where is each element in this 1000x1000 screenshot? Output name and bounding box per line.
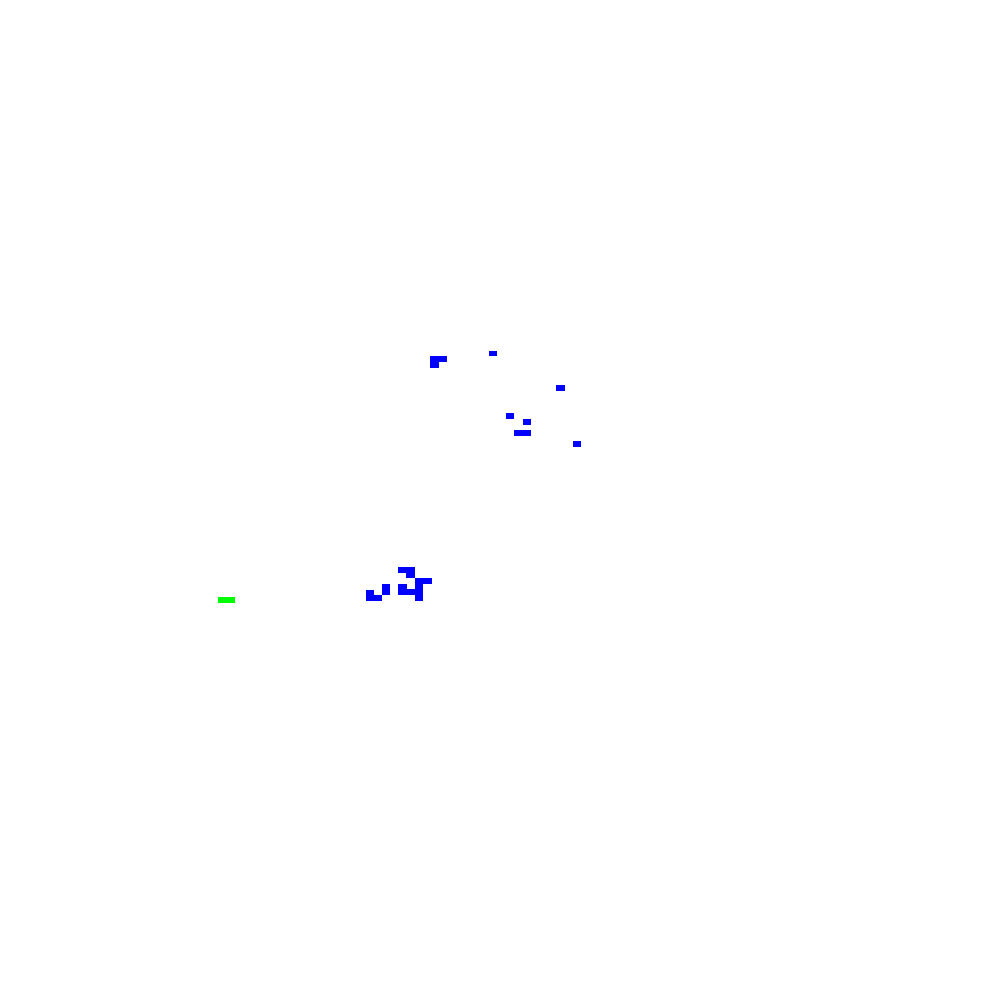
blue-block xyxy=(407,589,415,595)
blue-block xyxy=(415,584,423,601)
green-block xyxy=(218,597,235,603)
blue-block xyxy=(398,567,415,573)
blue-block xyxy=(514,430,531,436)
blue-block xyxy=(573,441,581,447)
blue-block xyxy=(415,578,432,584)
blue-block xyxy=(398,584,407,595)
blue-block xyxy=(430,356,447,362)
blue-block xyxy=(382,584,390,595)
blue-block xyxy=(556,385,565,391)
blue-block xyxy=(523,419,531,425)
blue-block xyxy=(506,413,514,419)
blue-block xyxy=(366,590,374,601)
blue-block xyxy=(374,595,382,601)
blue-block xyxy=(489,351,497,356)
blue-block xyxy=(406,573,415,578)
blue-block xyxy=(430,362,439,368)
